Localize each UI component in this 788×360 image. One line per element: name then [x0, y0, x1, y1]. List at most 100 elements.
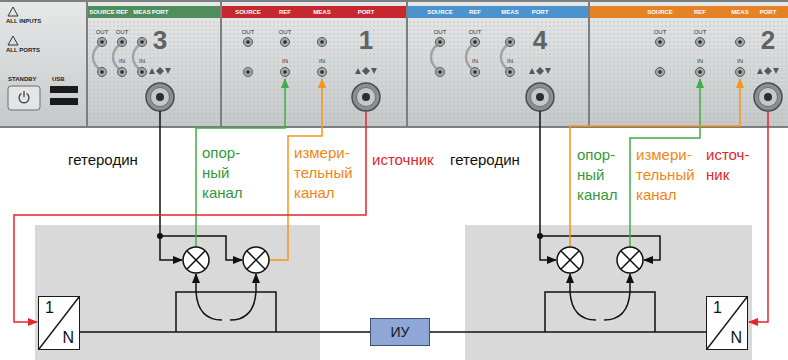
coupler-line [570, 292, 596, 320]
frequency-divider: 1N [706, 296, 748, 350]
denominator: N [62, 329, 74, 347]
port-header-label: PORT [358, 8, 375, 16]
jack-label: OUT [654, 29, 667, 36]
numerator: 1 [713, 299, 722, 317]
jack [471, 68, 480, 77]
signal-label: гетеродин [68, 150, 138, 170]
divider-slash [707, 297, 747, 349]
port-header-label: MEAS [133, 8, 150, 16]
arrow-keys [757, 67, 779, 75]
jack [244, 38, 253, 47]
jack-label: IN [319, 58, 325, 65]
lo-wire [539, 111, 541, 236]
jack [98, 68, 107, 77]
source-wire [749, 111, 768, 322]
signal-label: измери- тельный канал [636, 145, 695, 205]
port-header-label: SOURCE [89, 8, 115, 16]
test-module [35, 225, 320, 360]
junction-dot [157, 233, 163, 239]
jack [471, 38, 480, 47]
jack [436, 38, 445, 47]
header-band [408, 6, 588, 18]
jack [244, 68, 253, 77]
directional-coupler [176, 292, 276, 332]
jack [656, 68, 665, 77]
panel-label: ALL PORTS [6, 47, 40, 54]
denominator: N [730, 329, 742, 347]
lo-wire [160, 236, 182, 260]
coupled-signal [195, 274, 197, 292]
panel-texture [408, 20, 588, 126]
jack [98, 38, 107, 47]
panel-texture [222, 20, 406, 126]
lo-wire [540, 236, 556, 260]
signal-label: источ- ник [706, 145, 749, 185]
port-header-label: REF [279, 8, 291, 16]
signal-label: источник [372, 150, 434, 170]
arrow-keys [529, 67, 551, 75]
port-header-label: REF [694, 8, 706, 16]
control-panel [0, 2, 86, 126]
junction-dot [537, 233, 543, 239]
mixer-symbol [561, 251, 579, 269]
jack-label: IN [472, 58, 478, 65]
jack [138, 38, 147, 47]
port-connector [526, 83, 554, 111]
signal-label: опор- ный канал [202, 143, 243, 203]
jack [281, 68, 290, 77]
frequency-divider: 1N [38, 296, 80, 350]
port-number: 2 [761, 26, 775, 54]
directional-coupler [545, 292, 655, 332]
panel-texture [88, 20, 220, 126]
port-number: 1 [359, 26, 373, 54]
jack [118, 38, 127, 47]
usb-slot [50, 86, 78, 93]
reference-wire [196, 79, 285, 247]
jack-label: OUT [469, 29, 482, 36]
port-panel [88, 2, 220, 126]
coupled-signal [569, 274, 571, 292]
node-text: ИУ [391, 324, 410, 340]
jack [138, 68, 147, 77]
signal-label: измери- тельный канал [294, 143, 353, 203]
jack [318, 38, 327, 47]
source-wire [14, 111, 366, 322]
jack-label: OUT [434, 29, 447, 36]
jack-label: OUT [96, 29, 109, 36]
divider-slash [39, 297, 79, 349]
jack [281, 38, 290, 47]
jack [318, 68, 327, 77]
jack-label: OUT [694, 29, 707, 36]
port-number: 3 [153, 26, 167, 54]
jumper-cable [466, 45, 472, 69]
jack-label: OUT [116, 29, 129, 36]
arrow-keys [355, 67, 377, 75]
warning-icon [8, 36, 18, 45]
port-header-label: SOURCE [235, 8, 261, 16]
warning-icon [8, 7, 18, 16]
mixer-symbol [247, 251, 265, 269]
instrument-photo [0, 0, 788, 128]
coupler-line [196, 292, 222, 320]
header-band [222, 6, 406, 18]
jack [736, 68, 745, 77]
jumper-cable [93, 45, 99, 69]
panel-texture [590, 20, 788, 126]
jack-label: OUT [279, 29, 292, 36]
coupler-line [230, 292, 256, 320]
panel-label: USB [52, 76, 65, 83]
jack [656, 38, 665, 47]
jumper-cable [501, 45, 507, 69]
port-header-label: SOURCE [427, 8, 453, 16]
port-connector [146, 83, 174, 111]
jack [696, 38, 705, 47]
port-header-label: SOURCE [647, 8, 673, 16]
port-header-label: REF [116, 8, 128, 16]
jack-label: IN [697, 58, 703, 65]
jack-label: IN [119, 58, 125, 65]
mixer-symbol [617, 247, 643, 273]
device-under-test: ИУ [370, 318, 430, 346]
port-header-label: PORT [152, 8, 169, 16]
header-band [88, 6, 220, 18]
jack [736, 38, 745, 47]
